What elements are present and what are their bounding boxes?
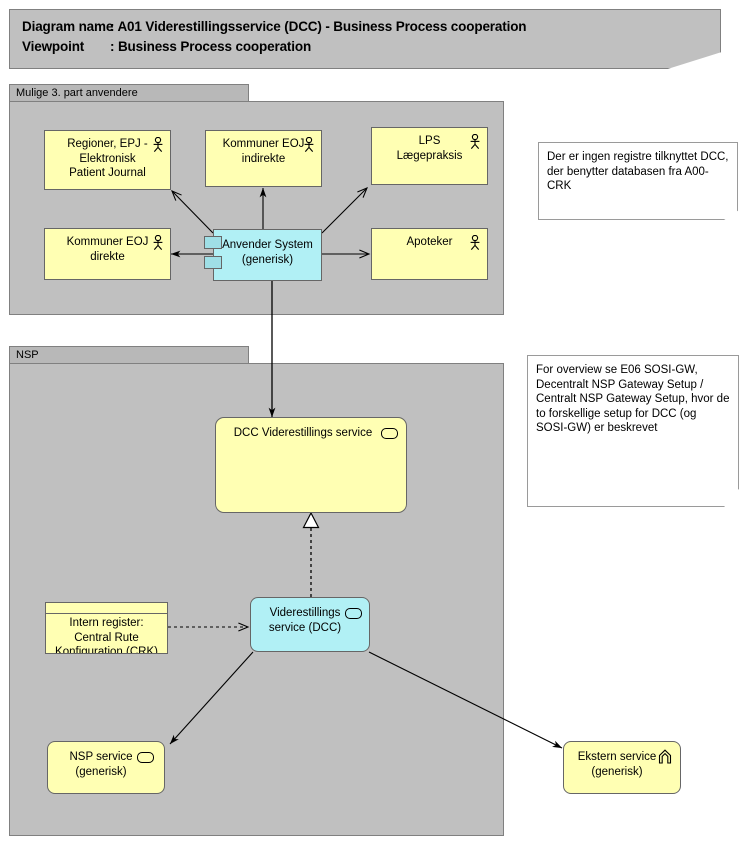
node-dcc-viderestillings-service-label: DCC Viderestillings service — [233, 427, 373, 439]
node-kommuner-eoj-direkte[interactable]: Kommuner EOJ direkte — [44, 228, 171, 280]
group-third-party-title: Mulige 3. part anvendere — [9, 84, 249, 102]
node-lps-laegepraksis-label: LPS Lægepraksis — [396, 135, 463, 162]
note-crk: Der er ingen registre tilknyttet DCC, de… — [538, 142, 738, 220]
node-ekstern-service-label: Ekstern service (generisk) — [577, 751, 657, 778]
component-icon-tab-upper — [204, 236, 222, 249]
node-kommuner-eoj-indirekte[interactable]: Kommuner EOJ indirekte — [205, 130, 322, 187]
diagram-title-bar: Diagram name: A01 Viderestillingsservice… — [9, 9, 721, 69]
node-lps-laegepraksis[interactable]: LPS Lægepraksis — [371, 127, 488, 185]
diagram-name-label: Diagram name — [22, 19, 114, 34]
component-icon-tab-lower — [204, 256, 222, 269]
node-viderestillings-service-dcc-label: Viderestillings service (DCC) — [268, 607, 342, 634]
service-icon — [137, 752, 154, 763]
actor-icon — [303, 137, 315, 153]
node-nsp-service[interactable]: NSP service (generisk) — [47, 741, 165, 794]
node-regioner-epj-label: Regioner, EPJ - Elektronisk Patient Jour… — [67, 138, 148, 179]
node-anvender-system[interactable]: Anvender System (generisk) — [213, 229, 322, 281]
node-kommuner-eoj-indirekte-label: Kommuner EOJ indirekte — [222, 138, 305, 165]
actor-icon — [152, 137, 164, 153]
actor-icon — [469, 235, 481, 251]
node-apoteker[interactable]: Apoteker — [371, 228, 488, 280]
external-service-icon — [658, 749, 672, 764]
diagram-name-value: A01 Viderestillingsservice (DCC) - Busin… — [117, 19, 527, 34]
viewpoint-separator: : — [110, 39, 118, 54]
viewpoint-line: Viewpoint: Business Process cooperation — [22, 39, 311, 54]
service-icon — [345, 608, 362, 619]
node-nsp-service-label: NSP service (generisk) — [69, 751, 133, 778]
diagram-name-line: Diagram name: A01 Viderestillingsservice… — [22, 19, 527, 34]
viewpoint-value: Business Process cooperation — [117, 39, 312, 54]
actor-icon — [152, 235, 164, 251]
node-anvender-system-label: Anvender System (generisk) — [222, 239, 313, 266]
actor-icon — [469, 134, 481, 150]
viewpoint-label: Viewpoint — [22, 39, 85, 54]
node-dcc-viderestillings-service[interactable]: DCC Viderestillings service — [215, 417, 407, 513]
node-intern-register-crk[interactable]: Intern register: Central Rute Konfigurat… — [45, 602, 168, 654]
node-intern-register-crk-label: Intern register: Central Rute Konfigurat… — [55, 617, 158, 654]
node-kommuner-eoj-direkte-label: Kommuner EOJ direkte — [66, 236, 149, 263]
node-apoteker-label: Apoteker — [406, 236, 453, 248]
node-viderestillings-service-dcc[interactable]: Viderestillings service (DCC) — [250, 597, 370, 652]
diagram-name-separator: : — [110, 19, 118, 34]
service-icon — [381, 428, 398, 439]
group-nsp-title: NSP — [9, 346, 249, 364]
note-sosi-gw: For overview se E06 SOSI-GW, Decentralt … — [527, 355, 739, 507]
node-regioner-epj[interactable]: Regioner, EPJ - Elektronisk Patient Jour… — [44, 130, 171, 190]
node-ekstern-service[interactable]: Ekstern service (generisk) — [563, 741, 681, 794]
data-object-icon — [46, 603, 167, 614]
